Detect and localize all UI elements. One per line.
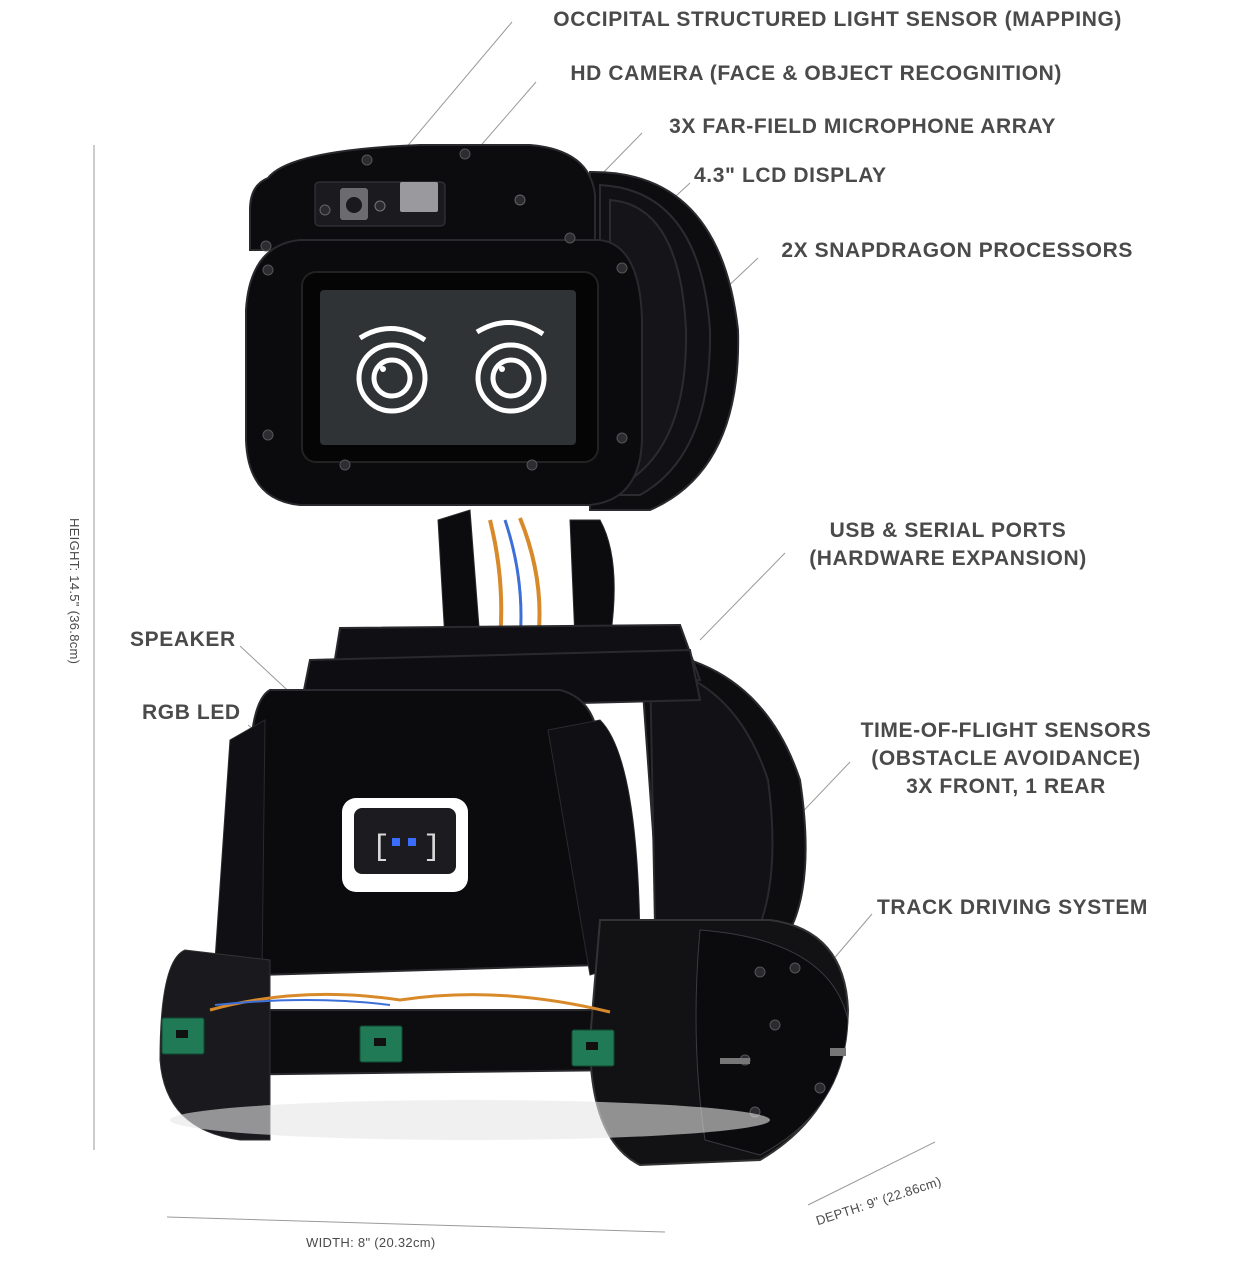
- right-eyebrow: [475, 320, 545, 337]
- label-tof-line1: TIME-OF-FLIGHT SENSORS: [860, 719, 1152, 742]
- left-eye-inner: [371, 357, 413, 399]
- led-dot-right: [408, 838, 416, 846]
- label-occipital-sensor: OCCIPITAL STRUCTURED LIGHT SENSOR (MAPPI…: [553, 8, 1122, 31]
- label-tof-line3: 3X FRONT, 1 REAR: [906, 775, 1106, 798]
- label-lcd-display: 4.3" LCD DISPLAY: [694, 164, 887, 187]
- label-usb-line1: USB & SERIAL PORTS: [829, 519, 1067, 542]
- width-dimension-label: WIDTH: 8" (20.32cm): [306, 1235, 436, 1250]
- leader-mic-array: [597, 132, 643, 179]
- depth-dimension-line: [807, 1141, 936, 1206]
- height-dimension-label: HEIGHT: 14.5" (36.8cm): [67, 518, 82, 665]
- track-side-plate: [695, 929, 849, 1156]
- label-tof-line2: (OBSTACLE AVOIDANCE): [871, 747, 1141, 770]
- width-dimension-line: [166, 1216, 666, 1233]
- label-track-driving-system: TRACK DRIVING SYSTEM: [877, 896, 1149, 919]
- led-dot-left: [392, 838, 400, 846]
- robot-neck: [437, 509, 481, 641]
- right-eye-outer: [475, 342, 547, 414]
- label-usb-serial-ports: USB & SERIAL PORTS (HARDWARE EXPANSION): [800, 517, 1096, 573]
- leader-usb: [699, 552, 786, 641]
- label-time-of-flight-sensors: TIME-OF-FLIGHT SENSORS (OBSTACLE AVOIDAN…: [843, 717, 1169, 801]
- svg-text:]: ]: [423, 831, 441, 865]
- left-eyebrow: [358, 326, 427, 343]
- label-speaker: SPEAKER: [130, 628, 236, 651]
- label-microphone-array: 3X FAR-FIELD MICROPHONE ARRAY: [669, 115, 1056, 138]
- label-usb-line2: (HARDWARE EXPANSION): [809, 547, 1087, 570]
- left-track: [159, 949, 271, 1141]
- right-eye-inner: [490, 357, 532, 399]
- label-hd-camera: HD CAMERA (FACE & OBJECT RECOGNITION): [570, 62, 1062, 85]
- left-eye-outer: [356, 342, 428, 414]
- svg-text:[: [: [372, 831, 390, 865]
- label-snapdragon-processors: 2X SNAPDRAGON PROCESSORS: [781, 239, 1133, 262]
- label-rgb-led: RGB LED: [142, 701, 241, 724]
